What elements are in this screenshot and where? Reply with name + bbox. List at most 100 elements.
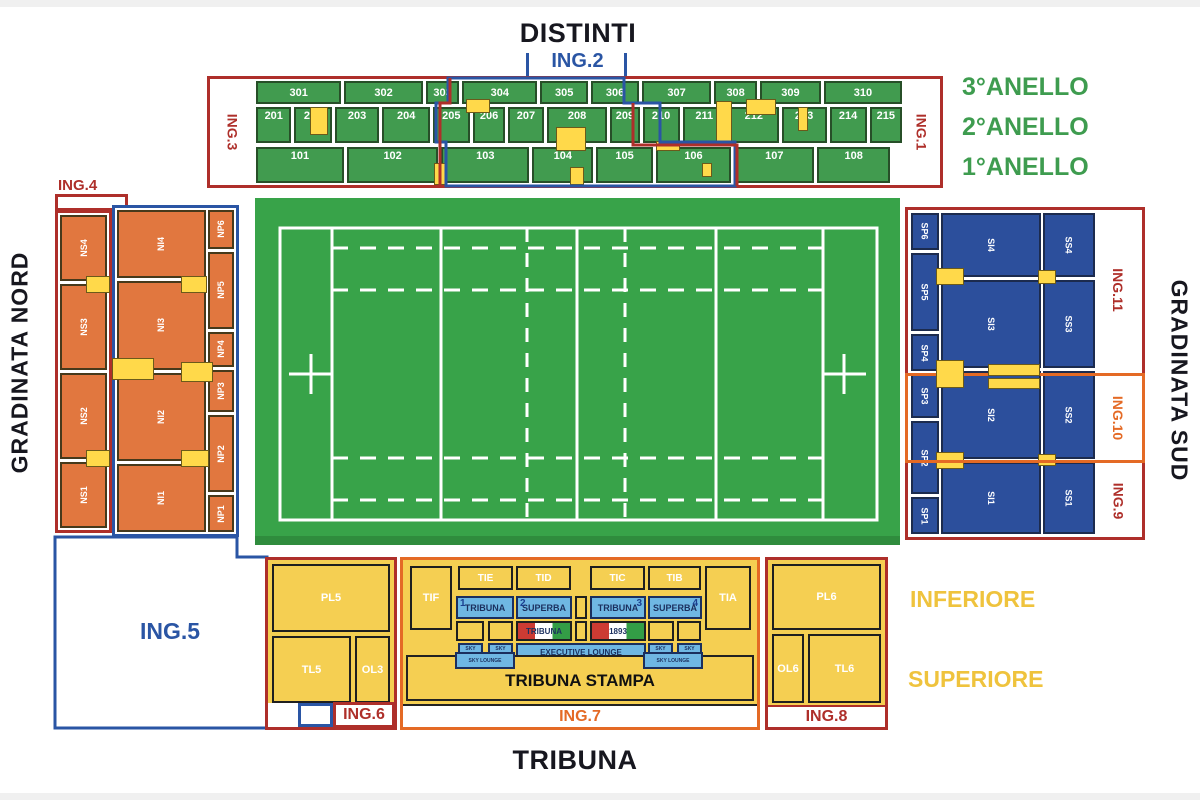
sud-sp-column: SP6 SP5 SP4 SP3 SP2 SP1: [911, 213, 939, 535]
ing2-label: ING.2: [551, 50, 604, 72]
section-ns1[interactable]: NS1: [60, 462, 107, 528]
section-ni1[interactable]: NI1: [117, 464, 206, 532]
gradinata-sud-title: GRADINATA SUD: [1166, 279, 1193, 481]
tribuna-box[interactable]: [488, 621, 513, 641]
section-ss3[interactable]: SS3: [1043, 280, 1095, 368]
section-ss2[interactable]: SS2: [1043, 370, 1095, 459]
section-np3[interactable]: NP3: [208, 369, 234, 413]
sky-lounge[interactable]: SKY LOUNGE: [455, 652, 515, 669]
section-ol3[interactable]: OL3: [355, 636, 390, 703]
section-tl5[interactable]: TL5: [272, 636, 351, 703]
section-sp5[interactable]: SP5: [911, 252, 939, 332]
section-tia[interactable]: TIA: [705, 566, 751, 630]
section-tl6[interactable]: TL6: [808, 634, 881, 703]
section-ni3[interactable]: NI3: [117, 280, 206, 370]
section-ni2[interactable]: NI2: [117, 372, 206, 462]
section-tib[interactable]: TIB: [648, 566, 701, 590]
section-ns2[interactable]: NS2: [60, 373, 107, 460]
superiore-label: SUPERIORE: [908, 666, 1044, 692]
ing5-label: ING.5: [139, 618, 201, 644]
section-np4[interactable]: NP4: [208, 331, 234, 367]
section-tribuna-1[interactable]: 1 TRIBUNA: [456, 596, 514, 619]
section-sp2[interactable]: SP2: [911, 420, 939, 495]
stairs: [1038, 270, 1056, 284]
page-edge-top: [0, 0, 1200, 7]
tribuna-box[interactable]: [456, 621, 484, 641]
section-tic[interactable]: TIC: [590, 566, 645, 590]
stairs: [181, 362, 213, 382]
sud-ss-column: SS4 SS3 SS2 SS1: [1043, 213, 1095, 535]
section-np6[interactable]: NP6: [208, 210, 234, 249]
ing1-label: ING.1: [912, 113, 929, 151]
section-310[interactable]: 310: [823, 81, 903, 105]
section-superba-4[interactable]: 4 SUPERBA: [648, 596, 702, 619]
stairs: [112, 358, 154, 380]
section-superba-2[interactable]: 2 SUPERBA: [516, 596, 572, 619]
section-203[interactable]: 203: [334, 107, 380, 143]
section-ni4[interactable]: NI4: [117, 210, 206, 278]
ing7-strip: ING.7: [403, 706, 757, 727]
section-104[interactable]: 104: [532, 146, 594, 183]
section-si3[interactable]: SI3: [941, 280, 1041, 368]
section-207[interactable]: 207: [508, 107, 544, 143]
section-205[interactable]: 205: [432, 107, 470, 143]
section-np2[interactable]: NP2: [208, 415, 234, 493]
section-103[interactable]: 103: [441, 146, 530, 183]
tribuna-box[interactable]: [648, 621, 674, 641]
section-214[interactable]: 214: [829, 107, 867, 143]
nord-inner-block: NI4 NI3 NI2 NI1 NP6 NP5 NP4 NP3 NP2 NP1: [112, 205, 239, 537]
section-301[interactable]: 301: [256, 81, 342, 105]
section-201[interactable]: 201: [256, 107, 292, 143]
section-sp3[interactable]: SP3: [911, 374, 939, 418]
stairs: [86, 276, 110, 293]
nord-ns-column: NS4 NS3 NS2 NS1: [55, 210, 112, 533]
section-np5[interactable]: NP5: [208, 251, 234, 329]
section-np1[interactable]: NP1: [208, 495, 234, 532]
stairs: [310, 107, 328, 135]
section-sp4[interactable]: SP4: [911, 334, 939, 372]
section-ns3[interactable]: NS3: [60, 283, 107, 370]
section-tid[interactable]: TID: [516, 566, 571, 590]
section-si1[interactable]: SI1: [941, 461, 1041, 535]
sky-lounge[interactable]: SKY LOUNGE: [643, 652, 703, 669]
section-215[interactable]: 215: [869, 107, 902, 143]
section-101[interactable]: 101: [256, 146, 344, 183]
section-107[interactable]: 107: [734, 146, 815, 183]
section-210[interactable]: 210: [642, 107, 680, 143]
section-305[interactable]: 305: [540, 81, 589, 105]
section-sp6[interactable]: SP6: [911, 213, 939, 250]
section-302[interactable]: 302: [344, 81, 423, 105]
section-tif[interactable]: TIF: [410, 566, 452, 630]
section-307[interactable]: 307: [642, 81, 712, 105]
section-108[interactable]: 108: [817, 146, 890, 183]
ring1-label: 1°ANELLO: [962, 153, 1089, 181]
inferiore-label: INFERIORE: [910, 586, 1036, 612]
section-pl5[interactable]: PL5: [272, 564, 390, 632]
section-pl6[interactable]: PL6: [772, 564, 881, 630]
section-102[interactable]: 102: [346, 146, 439, 183]
rugby-pitch: [255, 198, 900, 545]
section-tie[interactable]: TIE: [458, 566, 513, 590]
section-204[interactable]: 204: [382, 107, 430, 143]
page-edge-bottom: [0, 793, 1200, 800]
stairs: [716, 101, 732, 145]
section-ns4[interactable]: NS4: [60, 215, 107, 281]
stairs: [434, 163, 446, 185]
section-1893-flag[interactable]: 1893: [590, 621, 646, 641]
section-105[interactable]: 105: [596, 146, 653, 183]
section-306[interactable]: 306: [591, 81, 640, 105]
stairs: [936, 452, 964, 469]
section-ss1[interactable]: SS1: [1043, 461, 1095, 535]
section-tribuna-flag[interactable]: TRIBUNA: [516, 621, 572, 641]
section-106[interactable]: 106: [655, 146, 732, 183]
section-tribuna-3[interactable]: 3 TRIBUNA: [590, 596, 646, 619]
section-303[interactable]: 303: [425, 81, 460, 105]
section-ol6[interactable]: OL6: [772, 634, 804, 703]
section-sp1[interactable]: SP1: [911, 497, 939, 535]
section-209[interactable]: 209: [610, 107, 640, 143]
section-si4[interactable]: SI4: [941, 213, 1041, 278]
tribuna-box[interactable]: [677, 621, 701, 641]
section-309[interactable]: 309: [760, 81, 821, 105]
section-ss4[interactable]: SS4: [1043, 213, 1095, 278]
nord-np-column: NP6 NP5 NP4 NP3 NP2 NP1: [208, 210, 234, 532]
